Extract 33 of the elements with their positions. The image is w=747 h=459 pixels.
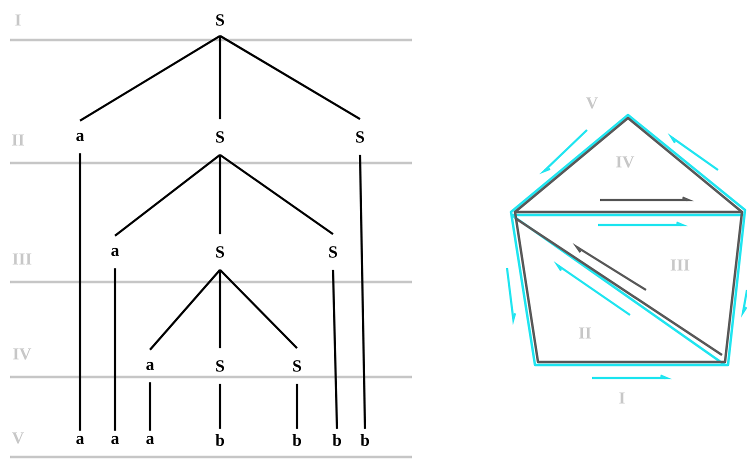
tree-line: [296, 384, 298, 429]
tree-line: [148, 382, 152, 431]
tree-line: [219, 34, 361, 120]
tree-symbol: S: [216, 360, 224, 372]
tree-symbol: S: [356, 131, 364, 143]
tree-line: [218, 384, 222, 429]
tree-symbol: S: [329, 246, 337, 258]
tree-line: [218, 36, 222, 120]
tree-symbol: b: [332, 434, 342, 446]
tree-symbol: b: [216, 434, 224, 446]
tree-line: [114, 268, 116, 431]
tree-symbol: b: [360, 434, 370, 446]
tree-symbol: S: [216, 14, 224, 26]
tree-line: [219, 154, 334, 235]
tree-symbol: S: [216, 246, 224, 258]
tree-line: [114, 154, 221, 237]
tree-symbol: S: [293, 360, 301, 372]
tree-symbol: a: [111, 436, 119, 444]
tree-line: [149, 269, 221, 350]
tree-symbol: S: [216, 131, 224, 143]
tree-symbol: a: [111, 248, 119, 256]
tree-line: [332, 270, 338, 429]
tree-line: [218, 270, 222, 348]
tree-symbol: a: [76, 436, 84, 444]
tree-line: [79, 34, 221, 122]
tree-line: [218, 154, 222, 234]
tree-symbol: a: [146, 362, 154, 370]
tree-line: [358, 154, 366, 429]
tree-line: [219, 269, 298, 349]
tree-symbol: b: [292, 434, 302, 446]
tree-symbol: a: [146, 436, 154, 444]
tree-line: [78, 153, 82, 431]
tree-symbol: a: [76, 132, 84, 142]
